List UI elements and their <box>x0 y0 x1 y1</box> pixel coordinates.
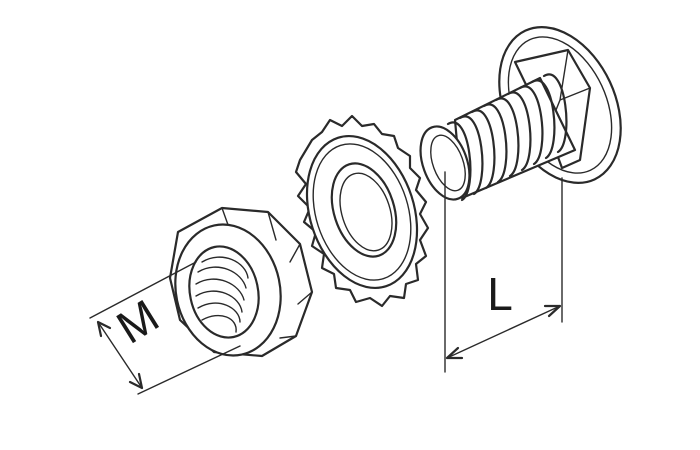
dimension-l-line <box>446 305 561 359</box>
hex-nut <box>168 206 314 358</box>
dimension-m-label: M <box>107 289 167 353</box>
bolt-threads <box>446 73 568 202</box>
dimension-l-arrow-left <box>445 346 464 360</box>
carriage-bolt <box>419 26 622 202</box>
dimension-m-arrow-top <box>96 320 112 338</box>
dimension-l-arrow-right <box>543 304 562 318</box>
nut-bore <box>188 245 260 339</box>
serrated-lock-washer <box>294 114 430 308</box>
dimension-m-line <box>97 321 143 389</box>
dimension-m-arrow-bottom <box>128 372 144 390</box>
dimension-l: L <box>444 171 563 373</box>
bolt-tip <box>419 125 471 201</box>
nut-internal-threads <box>195 256 249 333</box>
dimension-l-label: L <box>487 268 513 320</box>
